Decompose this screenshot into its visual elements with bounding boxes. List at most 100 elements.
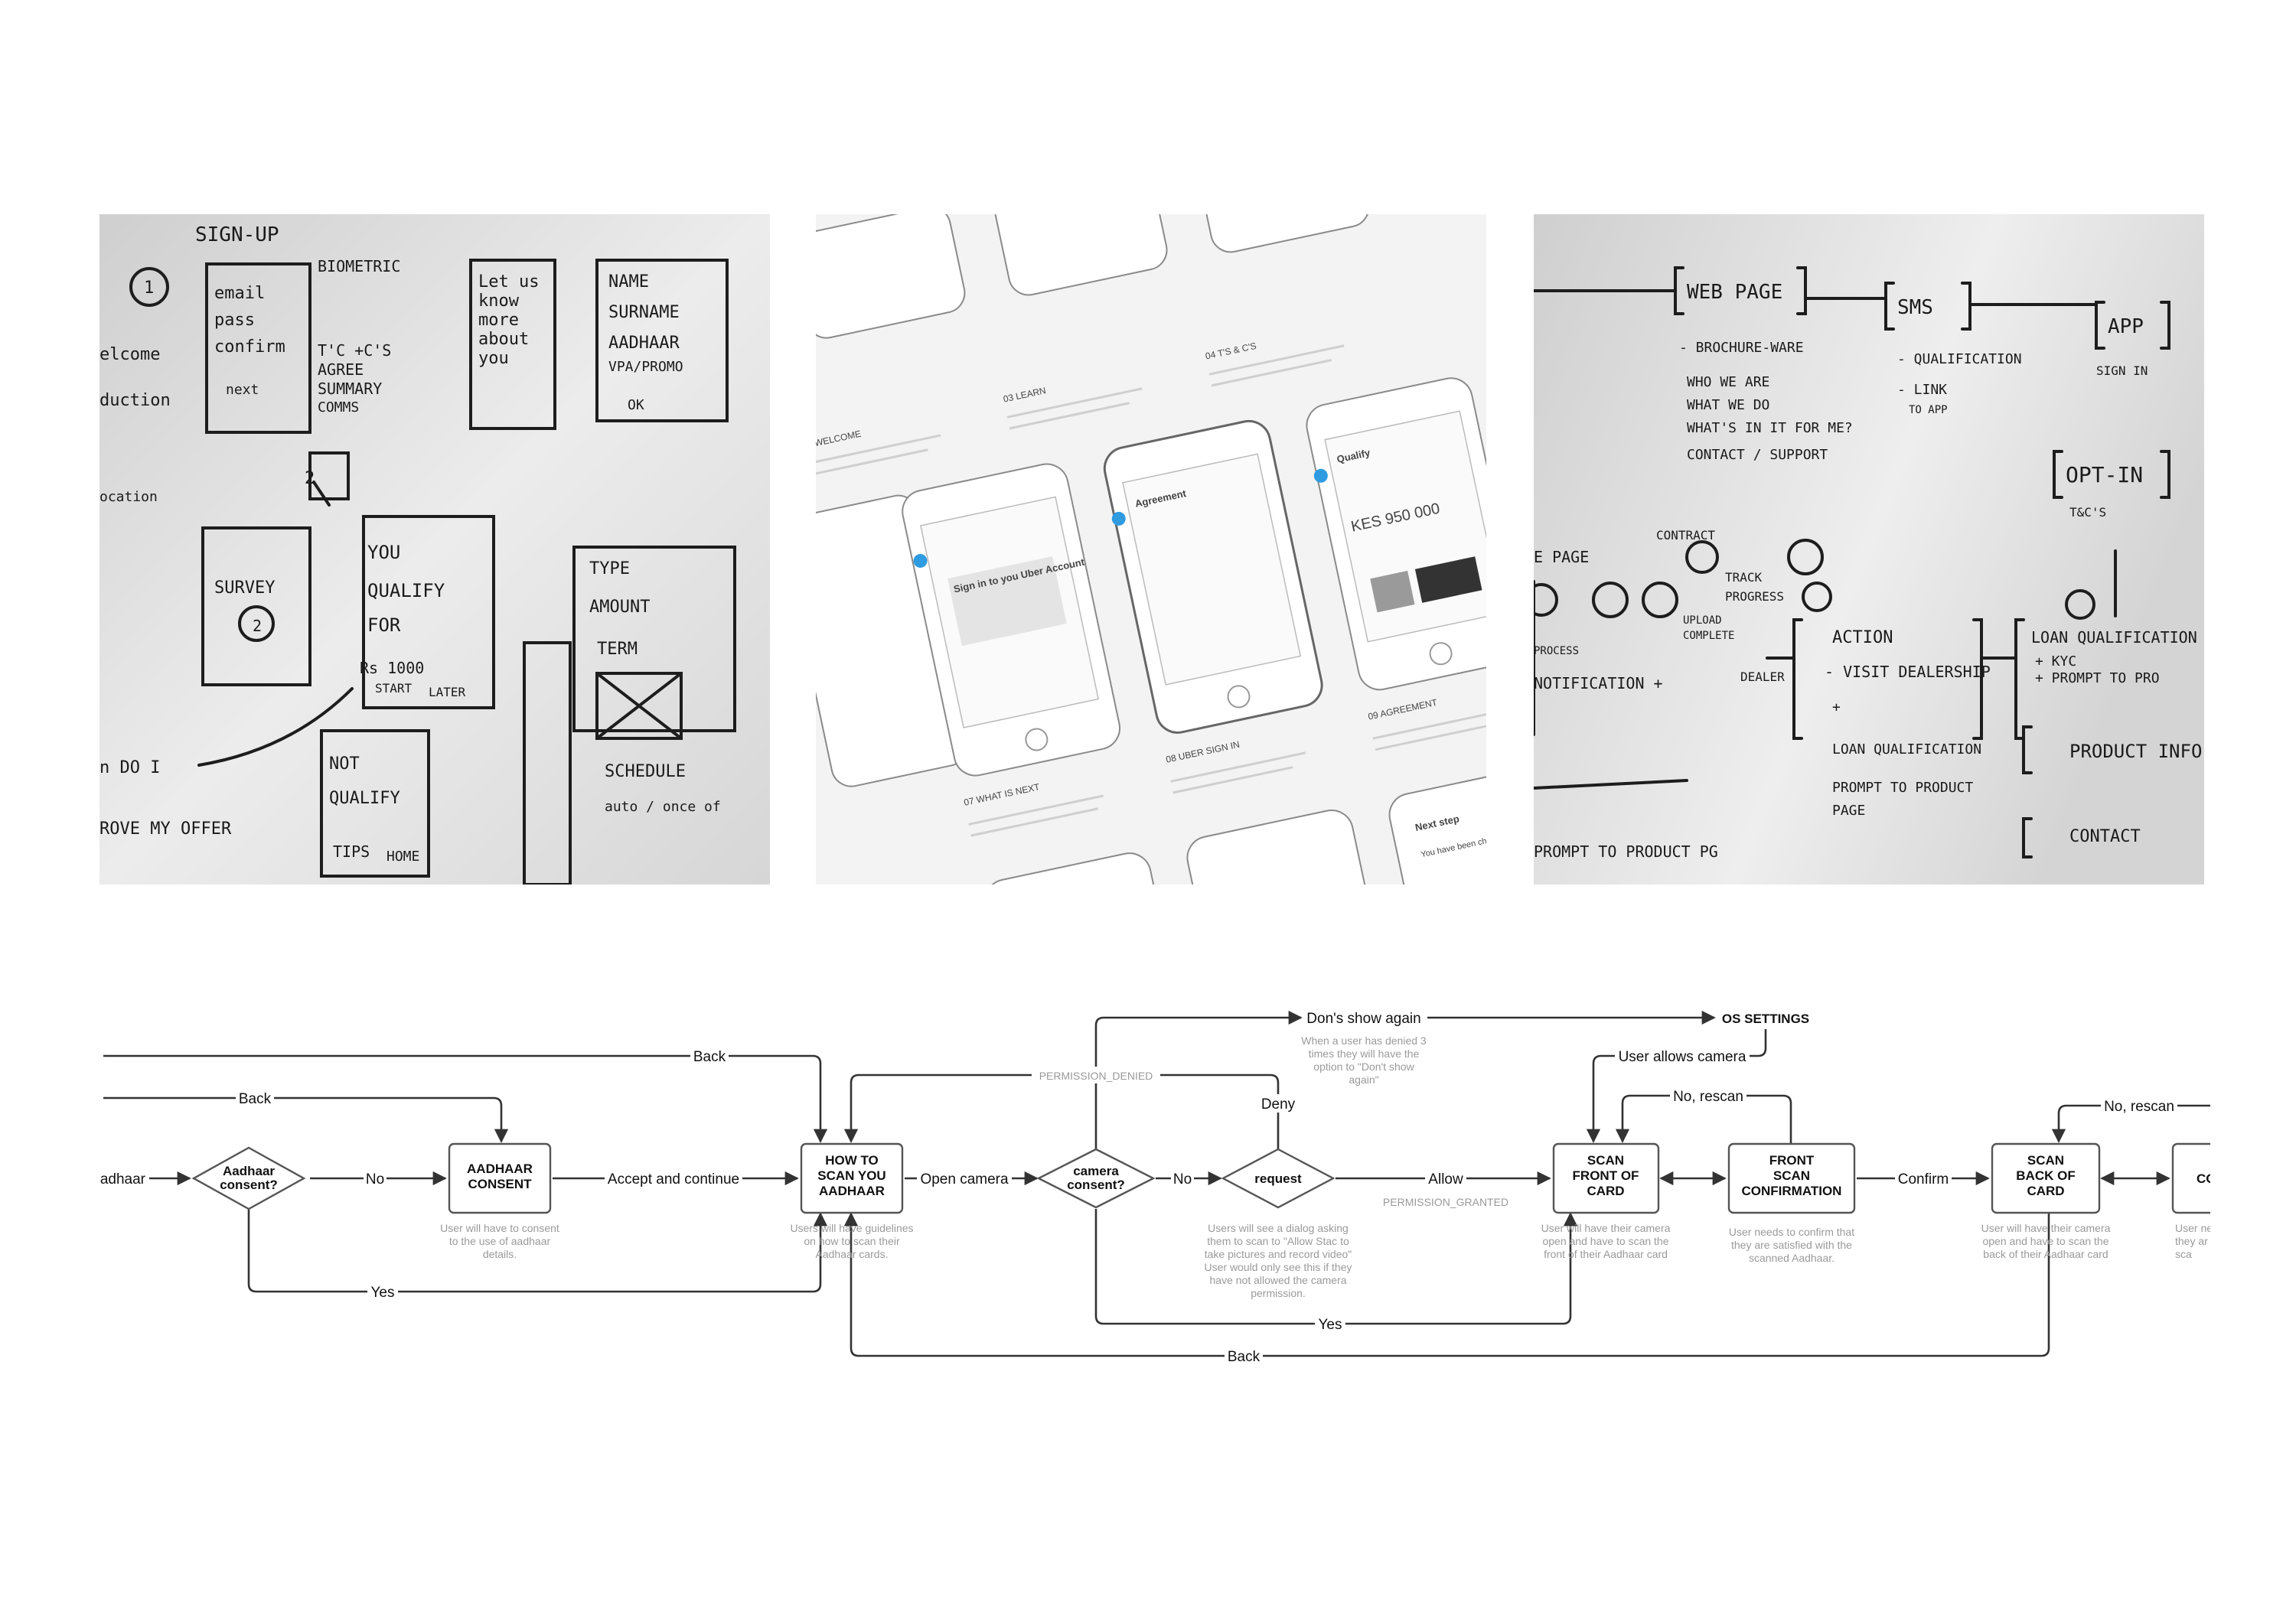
sketch-label: FOR xyxy=(367,614,401,636)
text-line: SCAN xyxy=(2027,1153,2064,1168)
edge-back-top-2 xyxy=(103,1096,509,1143)
edge-label-no-2: No xyxy=(1173,1171,1192,1188)
edge-label-no-rescan-2: No, rescan xyxy=(2104,1099,2174,1115)
flow-sketch-label: + PROMPT TO PRO xyxy=(2035,670,2160,686)
sketch-label: BIOMETRIC xyxy=(318,257,400,275)
text-line: CARD xyxy=(2027,1184,2064,1198)
flow-sketch-label: E PAGE xyxy=(1534,548,1589,566)
flow-sketch-label: T&C'S xyxy=(2069,505,2106,520)
sketch-label: email xyxy=(214,284,265,303)
node-request-label: request xyxy=(1254,1171,1302,1186)
aadhaar-scan-flowchart: No Accept and continue Open camera No Al… xyxy=(100,972,2296,1400)
text-line: When a user has denied 3 xyxy=(1301,1034,1427,1047)
sketch-label: confirm xyxy=(214,337,285,357)
edge-label-permission-denied: PERMISSION_DENIED xyxy=(1039,1070,1153,1082)
text-line: AADHAAR xyxy=(467,1162,533,1176)
flow-sketch-label: - QUALIFICATION xyxy=(1897,351,2022,367)
text-line: consent? xyxy=(1067,1178,1125,1192)
edge-yes-1 xyxy=(247,1209,828,1293)
text-line: they ar xyxy=(2175,1235,2208,1247)
flow-sketch-label: PROGRESS xyxy=(1725,589,1784,604)
text-line: option to "Don't show xyxy=(1313,1060,1414,1073)
sketch-label: QUALIFY xyxy=(329,789,400,808)
flow-sketch-label: UPLOAD xyxy=(1683,614,1722,627)
flow-sketch-label: + xyxy=(1832,699,1841,715)
edge-label-no-rescan-1: No, rescan xyxy=(1673,1089,1743,1105)
text-line: SCAN xyxy=(1587,1153,1624,1168)
edge-no-rescan-2 xyxy=(2051,1104,2212,1143)
edge-to-dont-show xyxy=(1094,1010,1303,1149)
node-request xyxy=(1221,1148,1336,1209)
node-camera-consent-q xyxy=(1036,1148,1156,1209)
flowchart-edge-labels: No Accept and continue Open camera No Al… xyxy=(236,1047,2177,1365)
sketch-label: SCHEDULE xyxy=(605,762,686,781)
wireframe-drawing: Sign in to you Uber Account Agreement Qu… xyxy=(816,214,1486,885)
text-line: Aadhaar xyxy=(223,1164,275,1178)
sketch-label: ROVE MY OFFER xyxy=(99,819,232,839)
sketch-label: VPA/PROMO xyxy=(608,359,683,375)
text-line: consent? xyxy=(220,1178,278,1192)
flow-sketch-label: TO APP xyxy=(1909,404,1948,416)
flow-sketch-label: ACTION xyxy=(1832,628,1893,647)
sketch-drawing: SIGN-UPBIOMETRICemailpassconfirmnextT'C … xyxy=(99,214,770,885)
text-line: on how to scan their xyxy=(804,1235,900,1247)
text-line: permission. xyxy=(1251,1287,1306,1299)
edge-label-confirm: Confirm xyxy=(1898,1171,1949,1188)
text-line: User ne xyxy=(2175,1222,2213,1234)
flow-sketch-label: WHO WE ARE xyxy=(1687,374,1769,390)
edge-label-yes-2: Yes xyxy=(1319,1317,1342,1333)
text-line: User would only see this if they xyxy=(1205,1261,1352,1273)
edge-back-bottom xyxy=(843,1212,2050,1357)
sketch-label: duction xyxy=(99,391,171,410)
sketch-label: pass xyxy=(214,311,255,330)
flow-sketch-label: + KYC xyxy=(2035,653,2076,670)
text-line: CARD xyxy=(1587,1184,1624,1198)
sketch-label: know xyxy=(478,292,520,311)
edge-label-back-bottom: Back xyxy=(1228,1349,1261,1365)
text-line: User will have their camera xyxy=(1981,1222,2111,1234)
sketch-label: Rs 1000 xyxy=(360,659,424,677)
flow-sketch-label: DEALER xyxy=(1740,670,1785,684)
text-line: open and have to scan the xyxy=(1542,1235,1668,1247)
text-line: FRONT OF xyxy=(1573,1168,1639,1183)
flow-sketch-label: TRACK xyxy=(1725,570,1763,585)
sketch-labels: SIGN-UPBIOMETRICemailpassconfirmnextT'C … xyxy=(99,223,721,865)
flow-sketch-label: CONTACT xyxy=(2069,827,2141,846)
flow-sketch-label: COMPLETE xyxy=(1683,630,1734,642)
sketch-label: about xyxy=(478,330,529,349)
edge-label-open-camera: Open camera xyxy=(920,1171,1009,1188)
text-line: User will have their camera xyxy=(1541,1222,1671,1234)
text-line: Users will have guidelines xyxy=(790,1222,913,1234)
flow-sketch-label: PRODUCT INFO xyxy=(2069,741,2202,762)
sketch-label: SIGN-UP xyxy=(195,223,279,246)
edge-label-back-top-2: Back xyxy=(239,1091,272,1107)
text-line: have not allowed the camera xyxy=(1210,1274,1347,1286)
text-line: front of their Aadhaar card xyxy=(1544,1248,1668,1260)
sketch-label: NAME xyxy=(608,272,649,292)
node-how-to-scan xyxy=(800,1142,904,1214)
sketch-label: SUMMARY xyxy=(318,380,382,398)
edge-user-allows xyxy=(1586,1029,1767,1143)
text-line: open and have to scan the xyxy=(1982,1235,2108,1247)
flow-sketch-label: WEB PAGE xyxy=(1687,281,1782,304)
edge-label-permission-granted: PERMISSION_GRANTED xyxy=(1383,1196,1508,1208)
text-line: times they will have the xyxy=(1309,1047,1420,1060)
node-dont-show: Don's show again xyxy=(1306,1011,1420,1027)
sketch-label: LATER xyxy=(429,685,466,699)
text-line: SCAN YOU xyxy=(817,1168,885,1183)
flow-sketch-label: SIGN IN xyxy=(2096,363,2148,378)
text-line: back of their Aadhaar card xyxy=(1983,1248,2108,1260)
sketch-label: SURNAME xyxy=(608,303,680,322)
sketch-label: elcome xyxy=(99,345,160,364)
